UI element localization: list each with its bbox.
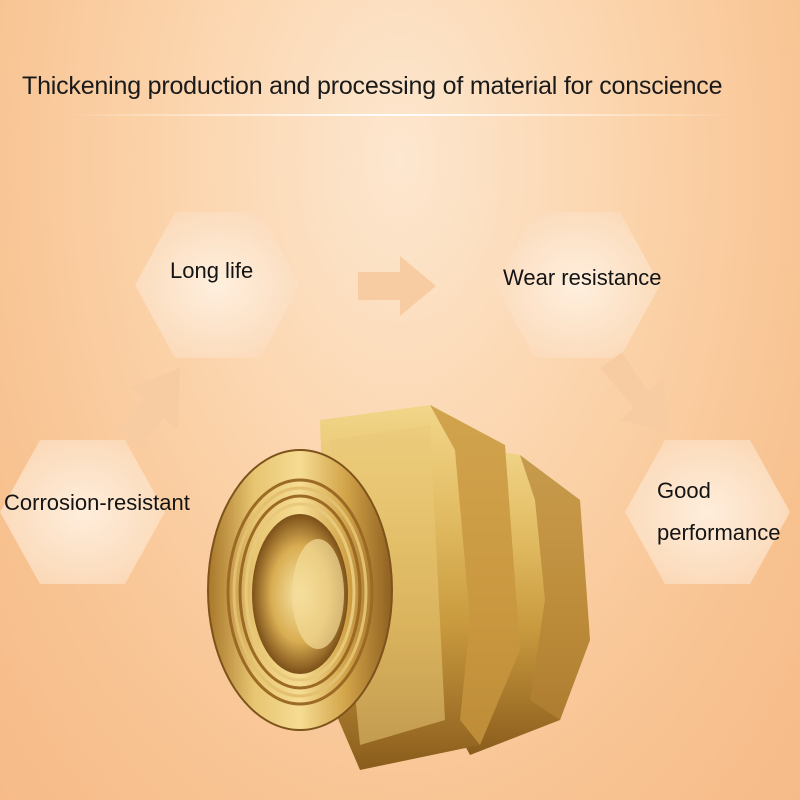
headline-divider — [60, 114, 740, 116]
feature-label-good-performance-line1: Good — [657, 478, 711, 503]
feature-label-corrosion-resistant: Corrosion-resistant — [4, 490, 190, 515]
brass-pipe-union-fitting-icon — [207, 405, 590, 770]
hexagon-wear-resistance — [495, 212, 660, 358]
feature-label-good-performance-line2: performance — [657, 520, 781, 545]
arrow-right-icon — [358, 256, 436, 316]
arrow-up-right-icon — [118, 368, 180, 448]
headline: Thickening production and processing of … — [22, 72, 723, 100]
hexagon-good-performance — [625, 440, 790, 584]
feature-label-wear-resistance: Wear resistance — [503, 265, 662, 290]
arrow-down-right-icon — [600, 352, 668, 432]
feature-label-long-life: Long life — [170, 258, 254, 283]
hexagon-long-life — [135, 212, 300, 358]
hexagon-corrosion-resistant — [0, 440, 165, 584]
